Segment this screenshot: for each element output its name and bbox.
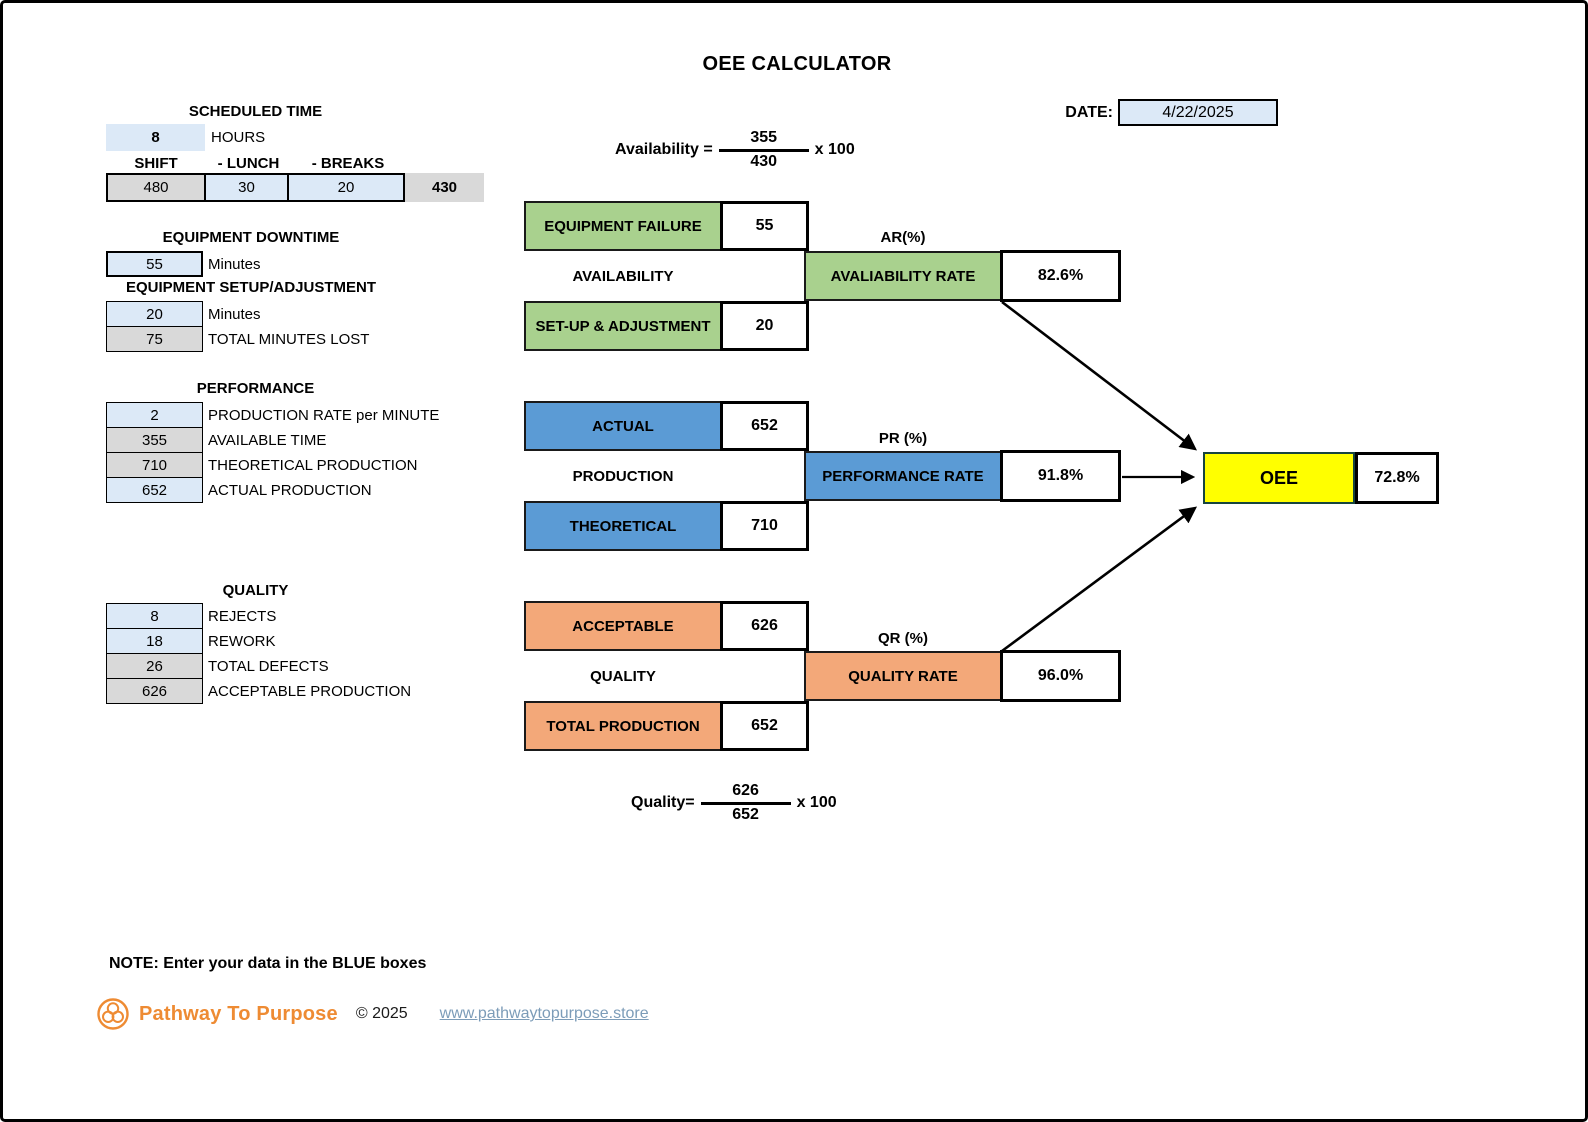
rework-cell[interactable]: 18 bbox=[106, 628, 203, 654]
acceptable-production-cell: 626 bbox=[106, 678, 203, 704]
theoretical-value: 710 bbox=[720, 501, 809, 551]
setup-minutes-cell[interactable]: 20 bbox=[106, 301, 203, 327]
brand-name: Pathway To Purpose bbox=[139, 1002, 338, 1025]
downtime-minutes-cell[interactable]: 55 bbox=[106, 251, 203, 277]
footer-bar: Pathway To Purpose © 2025 www.pathwaytop… bbox=[95, 995, 795, 1033]
acceptable-box: ACCEPTABLE bbox=[524, 601, 722, 651]
pr-percent-header: PR (%) bbox=[878, 429, 928, 447]
fraction-bar bbox=[718, 148, 809, 152]
fraction-bar bbox=[700, 801, 791, 805]
lunch-column-header: - LUNCH bbox=[217, 155, 280, 172]
availability-formula: Availability = 355 430 x 100 bbox=[615, 128, 855, 172]
oee-value: 72.8% bbox=[1355, 452, 1439, 504]
net-scheduled-time-value: 430 bbox=[431, 179, 458, 196]
availability-to-oee-arrow bbox=[1001, 300, 1198, 451]
quality-rate-value: 96.0% bbox=[1000, 650, 1121, 702]
total-production-value: 652 bbox=[720, 701, 809, 751]
availability-x100: x 100 bbox=[814, 141, 855, 158]
date-field[interactable]: 4/22/2025 bbox=[1118, 99, 1278, 126]
availability-rate-value: 82.6% bbox=[1000, 250, 1121, 302]
page-title: OEE CALCULATOR bbox=[702, 52, 892, 75]
production-group-label: PRODUCTION bbox=[572, 467, 674, 485]
shift-column-header: SHIFT bbox=[134, 155, 178, 172]
date-label: DATE: bbox=[1065, 104, 1113, 121]
quality-formula-label: Quality= bbox=[631, 794, 695, 811]
setup-minutes-label: Minutes bbox=[208, 305, 261, 323]
quality-denominator: 652 bbox=[732, 805, 759, 823]
total-minutes-lost-cell: 75 bbox=[106, 326, 203, 352]
breaks-column-header: - BREAKS bbox=[311, 155, 385, 172]
theoretical-production-cell: 710 bbox=[106, 452, 203, 478]
actual-production-cell[interactable]: 652 bbox=[106, 477, 203, 503]
equipment-failure-box: EQUIPMENT FAILURE bbox=[524, 201, 722, 251]
quality-header: QUALITY bbox=[222, 582, 289, 599]
breaks-minutes-cell[interactable]: 20 bbox=[289, 175, 403, 200]
acceptable-value: 626 bbox=[720, 601, 809, 651]
shift-minutes-cell: 480 bbox=[108, 175, 206, 200]
theoretical-production-label: THEORETICAL PRODUCTION bbox=[208, 456, 418, 474]
net-time-strip bbox=[405, 173, 484, 202]
quality-formula: Quality= 626 652 x 100 bbox=[631, 781, 837, 825]
actual-value: 652 bbox=[720, 401, 809, 451]
actual-box: ACTUAL bbox=[524, 401, 722, 451]
setup-adjustment-value: 20 bbox=[720, 301, 809, 351]
quality-to-oee-arrow bbox=[1001, 506, 1198, 653]
quality-fraction: 626 652 bbox=[700, 781, 791, 826]
production-rate-cell[interactable]: 2 bbox=[106, 402, 203, 428]
total-defects-cell: 26 bbox=[106, 653, 203, 679]
quality-rate-box: QUALITY RATE bbox=[804, 651, 1002, 701]
availability-denominator: 430 bbox=[750, 152, 778, 170]
oee-box: OEE bbox=[1203, 452, 1355, 504]
availability-numerator: 355 bbox=[750, 128, 778, 146]
availability-formula-label: Availability = bbox=[615, 141, 713, 158]
quality-x100: x 100 bbox=[796, 794, 837, 811]
equipment-setup-header: EQUIPMENT SETUP/ADJUSTMENT bbox=[125, 279, 377, 296]
availability-fraction: 355 430 bbox=[718, 128, 809, 173]
performance-rate-box: PERFORMANCE RATE bbox=[804, 451, 1002, 501]
performance-header: PERFORMANCE bbox=[196, 380, 315, 397]
total-minutes-lost-label: TOTAL MINUTES LOST bbox=[208, 330, 370, 348]
shift-time-row: 480 30 20 bbox=[106, 173, 405, 202]
equipment-failure-value: 55 bbox=[720, 201, 809, 251]
rework-label: REWORK bbox=[208, 632, 276, 650]
availability-rate-box: AVALIABILITY RATE bbox=[804, 251, 1002, 301]
rejects-label: REJECTS bbox=[208, 607, 277, 625]
actual-production-label: ACTUAL PRODUCTION bbox=[208, 481, 372, 499]
acceptable-production-label: ACCEPTABLE PRODUCTION bbox=[208, 682, 412, 700]
available-time-label: AVAILABLE TIME bbox=[208, 431, 327, 449]
equipment-downtime-header: EQUIPMENT DOWNTIME bbox=[162, 229, 340, 246]
ar-percent-header: AR(%) bbox=[880, 228, 926, 246]
note-text: NOTE: Enter your data in the BLUE boxes bbox=[109, 955, 427, 972]
hours-label: HOURS bbox=[211, 129, 266, 146]
theoretical-box: THEORETICAL bbox=[524, 501, 722, 551]
qr-percent-header: QR (%) bbox=[878, 629, 928, 647]
scheduled-time-header: SCHEDULED TIME bbox=[188, 103, 323, 120]
production-rate-label: PRODUCTION RATE per MINUTE bbox=[208, 406, 440, 424]
rejects-cell[interactable]: 8 bbox=[106, 603, 203, 629]
total-defects-label: TOTAL DEFECTS bbox=[208, 657, 329, 675]
copyright-text: © 2025 bbox=[355, 1005, 408, 1022]
quality-numerator: 626 bbox=[732, 781, 759, 799]
downtime-minutes-label: Minutes bbox=[208, 255, 261, 273]
availability-group-label: AVAILABILITY bbox=[572, 267, 674, 285]
performance-rate-value: 91.8% bbox=[1000, 450, 1121, 502]
available-time-cell: 355 bbox=[106, 427, 203, 453]
website-link[interactable]: www.pathwaytopurpose.store bbox=[439, 1005, 649, 1022]
lunch-minutes-cell[interactable]: 30 bbox=[206, 175, 289, 200]
setup-adjustment-box: SET-UP & ADJUSTMENT bbox=[524, 301, 722, 351]
total-production-box: TOTAL PRODUCTION bbox=[524, 701, 722, 751]
pathway-logo-icon bbox=[97, 998, 129, 1030]
quality-group-label: QUALITY bbox=[590, 667, 656, 685]
hours-input-cell[interactable]: 8 bbox=[106, 124, 205, 151]
